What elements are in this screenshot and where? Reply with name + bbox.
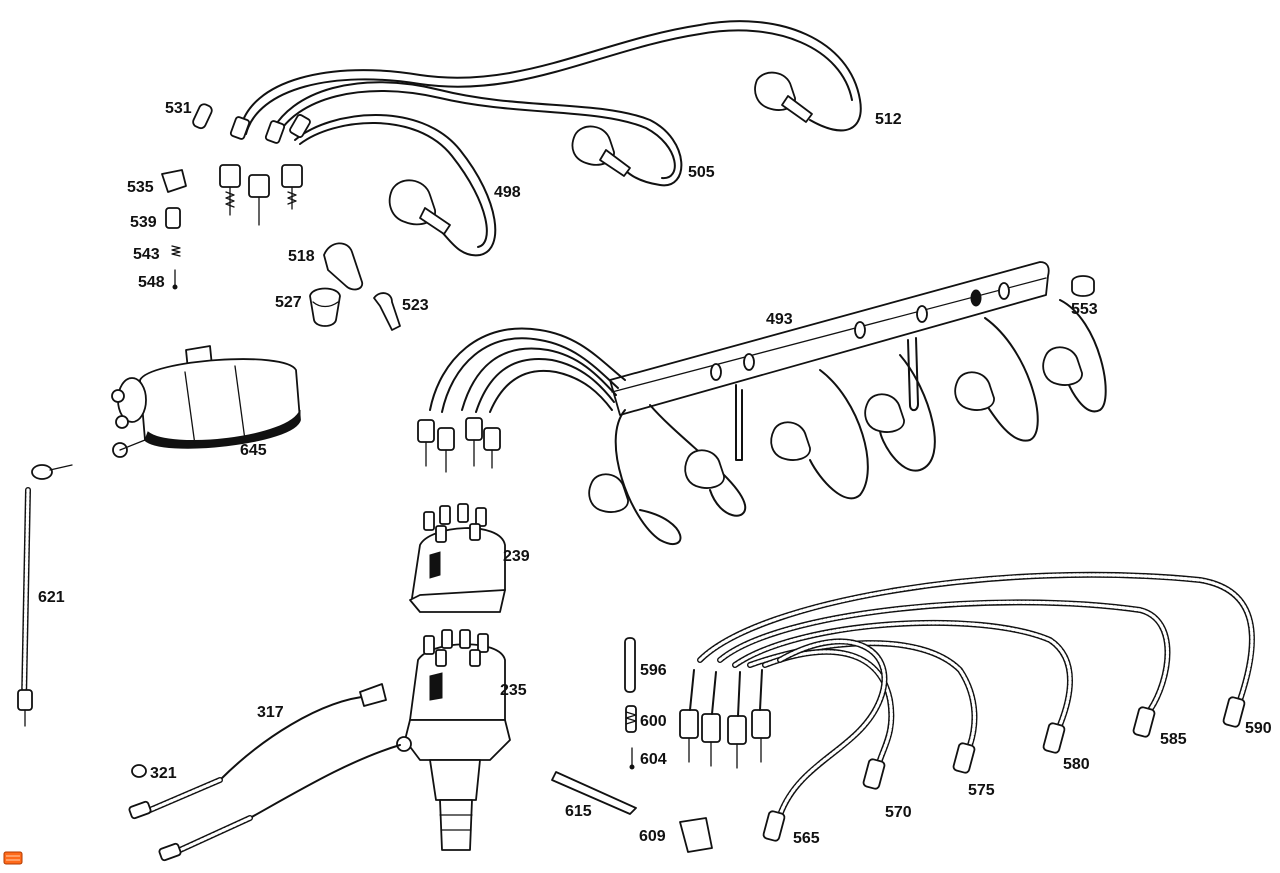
part-535-nut [161, 169, 187, 193]
boot-parts [309, 242, 401, 331]
harness-bar-493 [417, 261, 1107, 546]
part-539-bushing [165, 207, 181, 229]
small-parts-596-604 [624, 637, 637, 770]
label-645: 645 [240, 442, 267, 459]
upper-ignition-leads [219, 20, 862, 257]
cable-317 [128, 683, 401, 862]
label-539: 539 [130, 214, 157, 231]
plug-boot-498 [388, 179, 451, 235]
label-570: 570 [885, 804, 912, 821]
label-493: 493 [766, 311, 793, 328]
label-317: 317 [257, 704, 284, 721]
part-321-nipple [131, 764, 147, 778]
lower-ignition-leads [679, 571, 1255, 842]
label-531: 531 [165, 100, 192, 117]
label-585: 585 [1160, 731, 1187, 748]
label-505: 505 [688, 164, 715, 181]
label-527: 527 [275, 294, 302, 311]
part-531-sleeve [192, 103, 213, 130]
part-527-cap [309, 287, 341, 327]
part-543-spring [171, 245, 181, 257]
part-518-boot [323, 242, 364, 291]
label-543: 543 [133, 246, 160, 263]
part-labels: 531 535 539 543 548 498 505 512 518 527 … [38, 100, 1272, 847]
label-609: 609 [639, 828, 666, 845]
plug-boot-512 [754, 71, 813, 123]
label-575: 575 [968, 782, 995, 799]
cable-621 [17, 464, 73, 727]
label-235: 235 [500, 682, 527, 699]
label-512: 512 [875, 111, 902, 128]
label-239: 239 [503, 548, 530, 565]
label-596: 596 [640, 662, 667, 679]
label-580: 580 [1063, 756, 1090, 773]
part-553-grommet [1071, 275, 1095, 297]
label-615: 615 [565, 803, 592, 820]
label-553: 553 [1071, 301, 1098, 318]
label-498: 498 [494, 184, 521, 201]
small-parts-column [161, 103, 213, 290]
distributor-235 [396, 629, 511, 851]
label-621: 621 [38, 589, 65, 606]
label-518: 518 [288, 248, 315, 265]
label-523: 523 [402, 297, 429, 314]
label-548: 548 [138, 274, 165, 291]
label-535: 535 [127, 179, 154, 196]
label-321: 321 [150, 765, 177, 782]
ignition-coil-645 [111, 345, 301, 458]
part-609-clip [679, 817, 713, 853]
label-600: 600 [640, 713, 667, 730]
distributor-cap-239 [409, 503, 506, 613]
label-565: 565 [793, 830, 820, 847]
part-523-terminal [373, 292, 401, 331]
plug-boot-505 [571, 125, 631, 177]
label-604: 604 [640, 751, 667, 768]
label-590: 590 [1245, 720, 1272, 737]
corner-badge-icon [3, 851, 23, 865]
part-615-strap [551, 771, 637, 815]
